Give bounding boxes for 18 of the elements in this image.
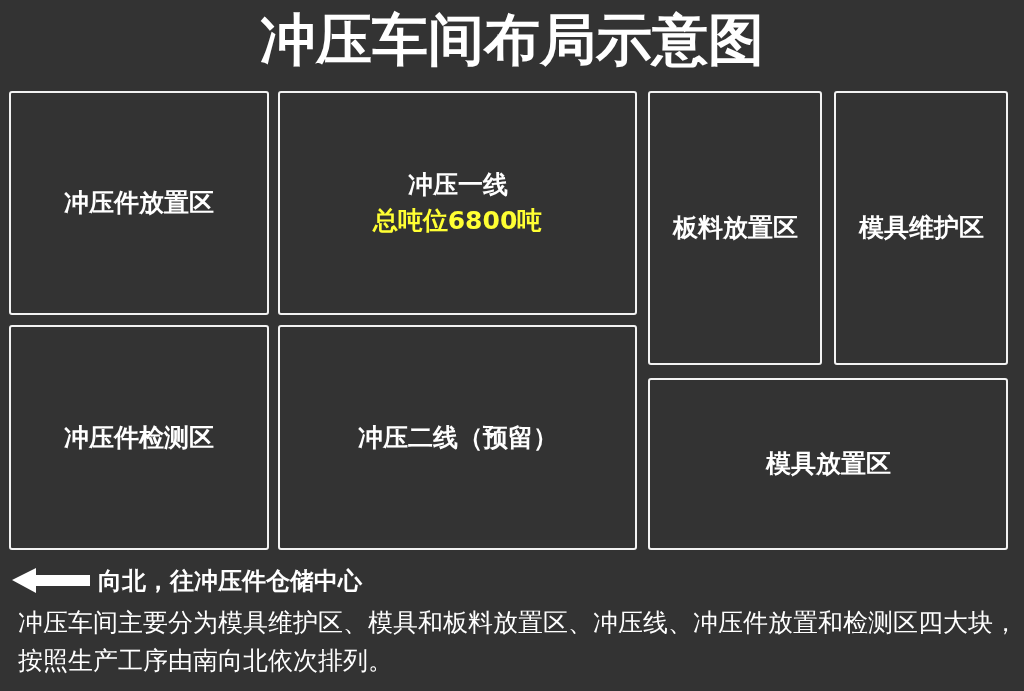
area-box (278, 325, 637, 550)
area-box (9, 91, 269, 315)
title: 冲压车间布局示意图 (259, 6, 765, 74)
area-box (834, 91, 1008, 365)
area-label: 冲压一线 (407, 169, 508, 201)
area-box (278, 91, 637, 315)
area-label: 板料放置区 (672, 212, 798, 244)
area-box (9, 325, 269, 550)
area-label: 冲压二线（预留） (357, 421, 558, 454)
area-label: 冲压件放置区 (64, 187, 214, 219)
area-box (648, 378, 1008, 550)
tonnage-label: 总吨位6800吨 (372, 205, 543, 237)
caption: 冲压车间主要分为模具维护区、模具和板料放置区、冲压线、冲压件放置和检测区四大块，按照生产工序由南向北依次排列。 (18, 607, 1018, 677)
area-box (648, 91, 822, 365)
area-label: 冲压件检测区 (64, 421, 214, 454)
area-label: 模具维护区 (858, 212, 984, 244)
direction-label: 向北，往冲压件仓储中心 (98, 566, 362, 597)
area-label: 模具放置区 (765, 448, 891, 480)
